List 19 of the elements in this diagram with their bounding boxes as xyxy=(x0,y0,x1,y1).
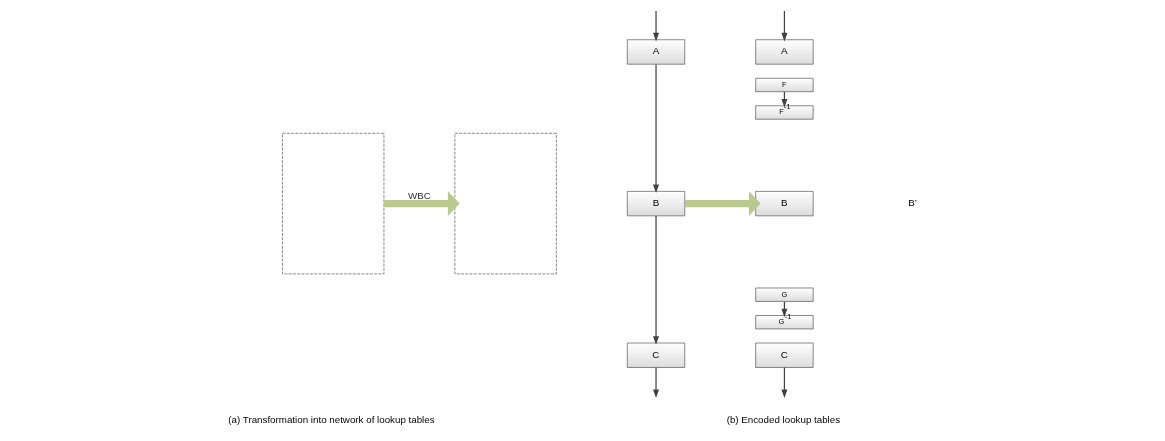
arrow xyxy=(781,366,788,398)
arrow xyxy=(653,366,659,398)
node-box: B xyxy=(627,191,686,217)
label: B’ xyxy=(908,196,917,208)
node-box xyxy=(454,133,557,275)
arrow xyxy=(653,63,659,194)
edge-label: WBC xyxy=(408,189,431,201)
node-box: C xyxy=(755,342,814,368)
label: (a) Transformation into network of lookup tables xyxy=(228,413,435,425)
arrow xyxy=(653,10,659,42)
arrow xyxy=(684,191,761,216)
node-box xyxy=(282,133,385,275)
node-box: C xyxy=(627,342,686,368)
node-box: A xyxy=(627,39,686,65)
node-box: A xyxy=(755,39,814,65)
arrow xyxy=(653,215,659,345)
node-box: B xyxy=(755,191,814,217)
label: (b) Encoded lookup tables xyxy=(726,413,841,425)
arrow xyxy=(781,10,788,42)
